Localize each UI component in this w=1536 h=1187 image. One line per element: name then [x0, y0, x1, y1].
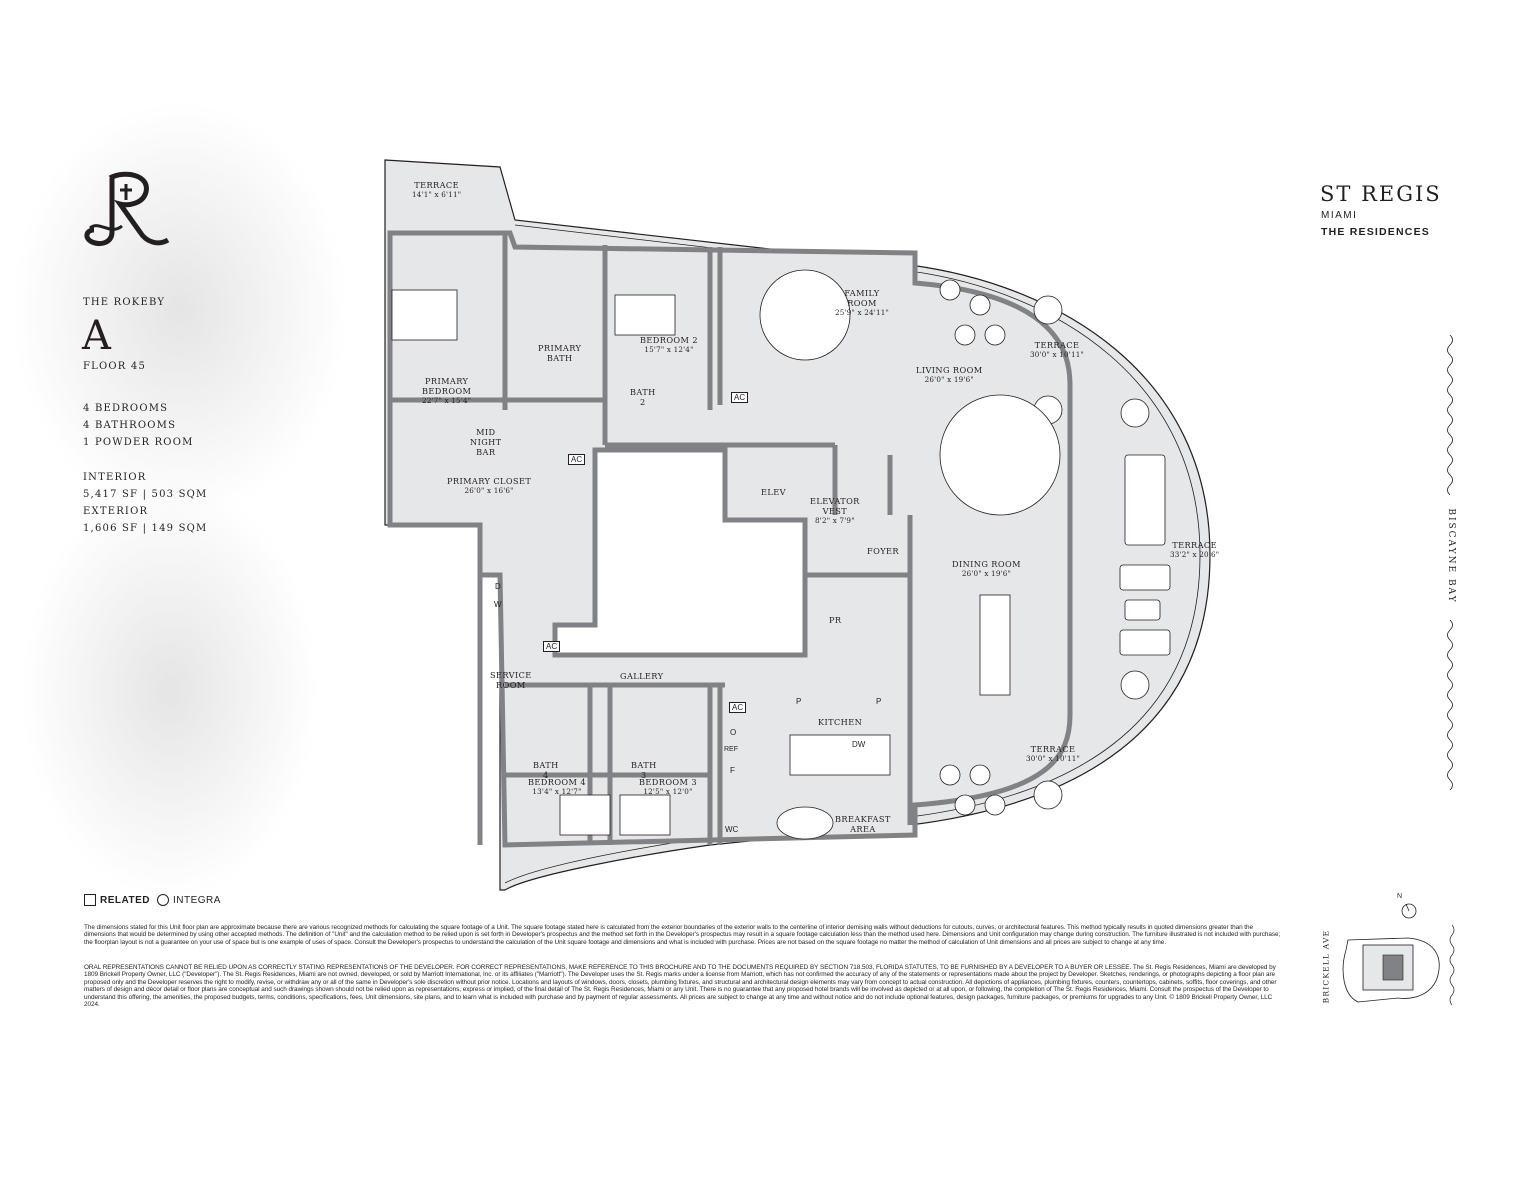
bedroom4-bed	[559, 794, 611, 836]
oven-label: O	[730, 728, 737, 737]
integra-mark-icon	[157, 894, 169, 906]
bedroom2-bed	[614, 294, 676, 336]
terrace-inner-line	[504, 224, 1201, 884]
disclaimer-para2: ORAL REPRESENTATIONS CANNOT BE RELIED UP…	[84, 964, 1277, 1009]
pantry-label: P	[796, 697, 802, 706]
ac-label: AC	[568, 454, 586, 465]
room-bath4: BATH 4	[533, 760, 559, 780]
related-mark-icon	[84, 894, 96, 906]
avenue-label: BRICKELL AVE	[1321, 929, 1331, 1004]
spec-bathrooms: 4 BATHROOMS	[83, 420, 177, 431]
room-bath3: BATH 3	[631, 760, 657, 780]
room-breakfast: BREAKFAST AREA	[835, 814, 891, 834]
logo-monogram	[80, 170, 175, 255]
building-name: THE ROKEBY	[83, 297, 166, 308]
terrace-furniture	[939, 279, 1171, 816]
palm-shadow	[20, 480, 320, 900]
room-primary-bath: PRIMARY BATH	[538, 343, 582, 363]
keyplan-wave-icon	[1447, 924, 1457, 1010]
keyplan-icon	[1342, 937, 1440, 1003]
st-regis-title: ST REGIS	[1320, 182, 1442, 206]
dining-table	[979, 594, 1011, 696]
integra-logo: INTEGRA	[157, 894, 221, 906]
ref-label: REF	[724, 746, 738, 753]
bedroom3-bed	[619, 794, 671, 836]
room-pr: PR	[829, 615, 842, 625]
bay-label: BISCAYNE BAY	[1446, 508, 1456, 604]
palm-shadow	[10, 100, 350, 520]
room-elev: ELEV	[761, 487, 786, 497]
dryer-label: D	[495, 582, 501, 591]
dishwasher-label: DW	[852, 740, 866, 749]
related-logo: RELATED	[84, 894, 150, 906]
interior-label: INTERIOR	[83, 472, 147, 483]
breakfast-table	[776, 806, 834, 840]
st-regis-sub: THE RESIDENCES	[1321, 226, 1430, 238]
room-gallery: GALLERY	[620, 671, 664, 681]
ac-label: AC	[729, 702, 747, 713]
interior-walls	[390, 235, 913, 845]
room-kitchen: KITCHEN	[818, 717, 863, 727]
ac-label: AC	[731, 392, 749, 403]
bay-wave-top	[1443, 334, 1457, 496]
spec-bedrooms: 4 BEDROOMS	[83, 403, 169, 414]
living-seating	[939, 394, 1061, 516]
room-foyer: FOYER	[867, 546, 899, 556]
disclaimer-para1: The dimensions stated for this Unit floo…	[84, 924, 1281, 946]
spec-powder: 1 POWDER ROOM	[83, 437, 194, 448]
family-seating	[759, 269, 851, 361]
floor-plan	[384, 159, 1211, 891]
primary-bed	[391, 289, 458, 341]
site-keyplan	[1338, 930, 1448, 1005]
bay-wave-bottom	[1443, 619, 1457, 791]
room-midnight-bar: MID NIGHT BAR	[470, 427, 502, 457]
room-bath2: BATH 2	[630, 387, 656, 407]
courtyard-void	[552, 447, 808, 658]
freezer-label: F	[730, 766, 735, 775]
washer-label: W	[494, 600, 502, 609]
wc-label: WC	[725, 825, 739, 834]
room-service: SERVICE ROOM	[490, 670, 532, 690]
ac-label: AC	[543, 641, 561, 652]
exterior-label: EXTERIOR	[83, 506, 149, 517]
pantry-label: P	[876, 697, 882, 706]
north-arrow-icon	[1398, 895, 1420, 921]
interior-value: 5,417 SF | 503 SQM	[83, 489, 208, 500]
unit-letter: A	[82, 313, 111, 359]
north-label: N	[1397, 893, 1403, 900]
exterior-value: 1,606 SF | 149 SQM	[83, 523, 208, 534]
st-regis-city: MIAMI	[1321, 210, 1358, 221]
floor-label: FLOOR 45	[83, 361, 147, 372]
monogram-icon	[84, 171, 170, 247]
kitchen-island	[789, 734, 891, 776]
